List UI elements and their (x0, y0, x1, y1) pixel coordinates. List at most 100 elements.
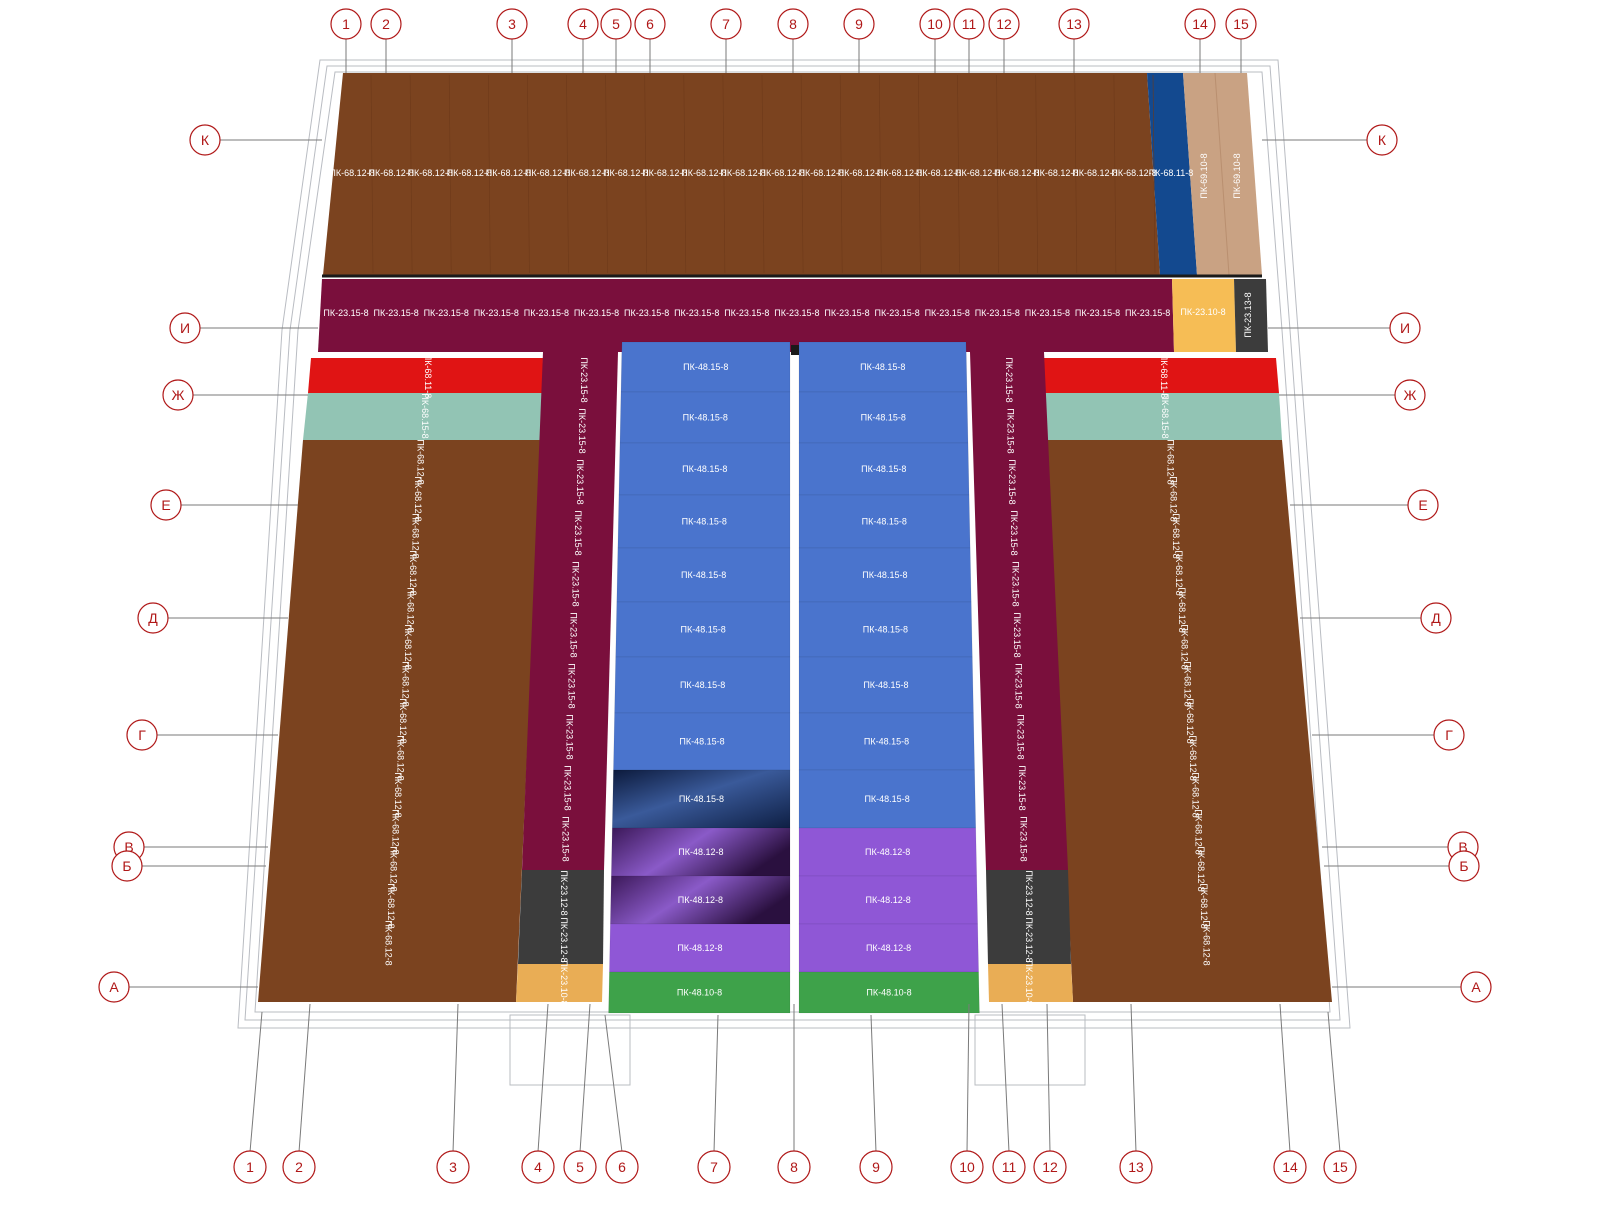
center-slab-label: ПК-48.15-8 (861, 413, 906, 423)
axis-bottom-bubble (436, 1150, 470, 1184)
axis-bottom-bubble (563, 1150, 597, 1184)
right-wing-slab-label: ПК-68.12-8 (1185, 698, 1195, 743)
left-corridor-slab-label: ПК-23.15-8 (577, 408, 587, 453)
axis-top-bubble-label: 14 (1192, 16, 1208, 32)
left-wing-slab-label: ПК-68.12-8 (408, 550, 418, 595)
axis-top-bubble (496, 8, 528, 40)
mid-slab-label: ПК-23.15-8 (474, 308, 519, 318)
axis-bottom-bubble-label: 3 (449, 1159, 457, 1175)
axis-top-bubble (988, 8, 1020, 40)
right-wing-slab-label: ПК-68.12-8 (1166, 439, 1176, 484)
corridor-dark-slab-label: ПК-23.12-8 (559, 870, 569, 915)
mid-slab-label: ПК-23.15-8 (1125, 308, 1170, 318)
mid-slab-label: ПК-23.15-8 (1025, 308, 1070, 318)
mid-slab-label: ПК-23.15-8 (975, 308, 1020, 318)
center-slab-label: ПК-48.15-8 (864, 737, 909, 747)
top-slab-label: ПК-68.12-8 (447, 168, 492, 178)
left-wing-slab-label: ПК-68.12-8 (386, 883, 396, 928)
left-wing-slab-label: ПК-68.12-8 (393, 772, 403, 817)
left-wing-slab-label: ПК-68.12-8 (391, 809, 401, 854)
corridor-sand-slab-label: ПК-23.10-8 (1024, 960, 1034, 1005)
top-slab-label: ПК-68.12-8 (877, 168, 922, 178)
axis-bottom-bubble (1119, 1150, 1153, 1184)
top-slab-label: ПК-68.12-8 (603, 168, 648, 178)
top-slab-label: ПК-68.12-8 (408, 168, 453, 178)
axis-bottom-bubble (992, 1150, 1026, 1184)
mid-maroon-slabs (318, 279, 1174, 352)
mid-dark-slab (1234, 279, 1268, 352)
axis-row-bubble-left-label: И (180, 320, 190, 336)
center-slab (798, 971, 980, 1014)
axis-bottom-bubble-label: 12 (1042, 1159, 1058, 1175)
center-slab-label: ПК-48.15-8 (679, 737, 724, 747)
axis-row-bubble-left-label: Ж (172, 387, 185, 403)
mid-dark-slab-label: ПК-23.13-8 (1243, 292, 1253, 337)
center-slab-label: ПК-48.15-8 (862, 517, 907, 527)
top-slab-label: ПК-68.12-8 (916, 168, 961, 178)
axis-top-bubble-label: 6 (646, 16, 654, 32)
top-slab-label: ПК-68.12-8 (525, 168, 570, 178)
axis-bottom-bubble (859, 1150, 893, 1184)
top-slab-label: ПК-68.12-8 (1033, 168, 1078, 178)
axis-row-bubble-left-label: В (124, 839, 133, 855)
mid-slab-label: ПК-23.15-8 (724, 308, 769, 318)
center-slab-label: ПК-48.15-8 (681, 625, 726, 635)
left-corridor-slab-label: ПК-23.15-8 (561, 816, 571, 861)
top-slab-label: ПК-68.12-8 (759, 168, 804, 178)
center-slab-label: ПК-48.12-8 (866, 943, 911, 953)
axis-row-bubble-right-label: Б (1459, 858, 1468, 874)
center-slab-label: ПК-48.15-8 (861, 464, 906, 474)
axis-top-bubble-label: 15 (1233, 16, 1249, 32)
top-slab-label: ПК-68.12-8 (799, 168, 844, 178)
right-corridor-slab-label: ПК-23.15-8 (1006, 408, 1016, 453)
axis-top-bubble (843, 8, 875, 40)
right-corridor-labels: ПК-23.15-8ПК-23.15-8ПК-23.15-8ПК-23.15-8… (1004, 357, 1034, 1005)
corridor-sand-slab-label: ПК-23.10-8 (559, 960, 569, 1005)
top-slab-label: ПК-68.12-8 (642, 168, 687, 178)
right-corridor-maroon (970, 352, 1068, 870)
corridor-dark-slab-label: ПК-23.12-8 (1024, 917, 1034, 962)
axis-bottom-bubble-label: 5 (576, 1159, 584, 1175)
left-corridor-slab-label: ПК-23.15-8 (573, 510, 583, 555)
axis-bottom-bubble-label: 15 (1332, 1159, 1348, 1175)
right-corridor-slab-label: ПК-23.15-8 (1009, 510, 1019, 555)
axis-bottom-bubble-label: 7 (710, 1159, 718, 1175)
axis-top-bubble-label: 13 (1066, 16, 1082, 32)
axis-top-bubble-label: 7 (722, 16, 730, 32)
axis-row-bubble-left (169, 312, 201, 344)
top-slab-label: ПК-68.12-8 (681, 168, 726, 178)
axis-top-bubble (953, 8, 985, 40)
left-wing-slab-label: ПК-68.12-8 (398, 698, 408, 743)
right-corridor-slab-label: ПК-23.15-8 (1007, 459, 1017, 504)
mid-slab-band (318, 279, 1268, 352)
left-wing-slab-label: ПК-68.12-8 (403, 624, 413, 669)
axis-row-bubble-left (111, 850, 143, 882)
right-wing-slab-label: ПК-68.12-8 (1191, 772, 1201, 817)
axis-bottom-bubble-label: 10 (959, 1159, 975, 1175)
mid-slab-label: ПК-23.15-8 (824, 308, 869, 318)
center-slab-label: ПК-48.15-8 (682, 464, 727, 474)
top-slab-label: ПК-68.12-8 (955, 168, 1000, 178)
axis-row-bubble-right-label: В (1458, 839, 1467, 855)
axis-row-bubble-right-label: Д (1431, 610, 1441, 626)
right-corridor-sand (988, 964, 1073, 1002)
axis-top-bubble-label: 3 (508, 16, 516, 32)
axis-top-bubble-label: 12 (996, 16, 1012, 32)
left-corridor-slab-label: ПК-23.15-8 (563, 765, 573, 810)
axis-row-bubble-left (162, 379, 194, 411)
right-corridor-slab-label: ПК-23.15-8 (1012, 612, 1022, 657)
right-corridor-slab-label: ПК-23.15-8 (1004, 357, 1014, 402)
right-wing-red-slab (1044, 358, 1279, 393)
axis-row-bubble-left-label: Б (122, 858, 131, 874)
center-left-column: ПК-48.15-8ПК-48.15-8ПК-48.15-8ПК-48.15-8… (608, 341, 791, 1014)
axis-top-bubble-label: 11 (962, 16, 977, 32)
top-navy-slab-label: ПК-68.11-8 (1149, 168, 1194, 178)
top-navy-slab (1147, 73, 1197, 275)
axis-bottom-bubble-label: 8 (790, 1159, 798, 1175)
axis-top-bubble (370, 8, 402, 40)
left-corridor-slab-label: ПК-23.15-8 (575, 459, 585, 504)
right-wing-slab-label: ПК-68.12-8 (1174, 550, 1184, 595)
mid-slab-label: ПК-23.15-8 (1075, 308, 1120, 318)
axis-top-bubble (777, 8, 809, 40)
